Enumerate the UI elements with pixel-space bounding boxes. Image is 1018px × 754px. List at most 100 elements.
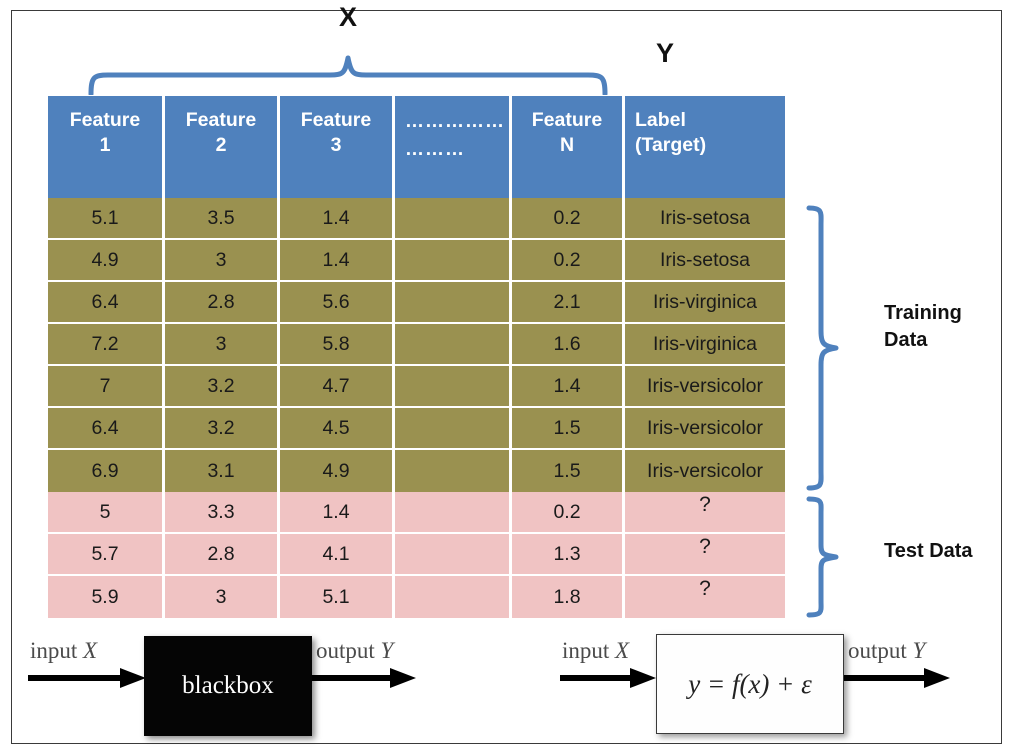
table-cell-f2: 3 bbox=[165, 576, 280, 618]
table-cell-f2: 3.3 bbox=[165, 492, 280, 534]
table-cell-label: Iris-setosa bbox=[625, 240, 785, 282]
table-cell-f3: 4.5 bbox=[280, 408, 395, 450]
dataset-table: Feature 1 Feature 2 Feature 3 …………… ……… … bbox=[48, 96, 785, 618]
test-data-label: Test Data bbox=[884, 540, 973, 562]
table-cell-f1: 6.4 bbox=[48, 282, 165, 324]
table-header-row: Feature 1 Feature 2 Feature 3 …………… ……… … bbox=[48, 96, 785, 198]
table-cell-dots bbox=[395, 198, 512, 240]
test-data-brace bbox=[805, 496, 839, 618]
equation-box-text: y = f(x) + ε bbox=[688, 668, 812, 699]
column-header-line1: Label bbox=[635, 109, 686, 131]
table-cell-fn: 1.3 bbox=[512, 534, 625, 576]
features-group-label: X bbox=[338, 2, 357, 32]
table-cell-f3: 1.4 bbox=[280, 198, 395, 240]
column-header-line2: 1 bbox=[99, 133, 111, 156]
table-cell-f3: 4.7 bbox=[280, 366, 395, 408]
table-cell-dots bbox=[395, 492, 512, 534]
training-data-label: Training Data bbox=[884, 300, 1018, 354]
table-cell-fn: 1.5 bbox=[512, 450, 625, 492]
blackbox-arrows bbox=[28, 668, 416, 688]
table-cell-dots bbox=[395, 450, 512, 492]
equation-output-symbol: Y bbox=[912, 638, 926, 663]
table-cell-fn: 1.6 bbox=[512, 324, 625, 366]
column-header-line2: 2 bbox=[215, 133, 227, 156]
column-header-feature-3: Feature 3 bbox=[280, 96, 395, 198]
ellipsis-line2: ……… bbox=[405, 138, 465, 160]
table-cell-f2: 2.8 bbox=[165, 282, 280, 324]
column-header-feature-n: Feature N bbox=[512, 96, 625, 198]
table-cell-f1: 5 bbox=[48, 492, 165, 534]
column-header-line1: Feature bbox=[69, 109, 141, 131]
table-cell-f3: 4.1 bbox=[280, 534, 395, 576]
table-cell-label: Iris-versicolor bbox=[625, 366, 785, 408]
table-cell-f3: 5.1 bbox=[280, 576, 395, 618]
table-cell-dots bbox=[395, 408, 512, 450]
table-cell-fn: 0.2 bbox=[512, 492, 625, 534]
table-cell-label: ? bbox=[625, 534, 785, 576]
blackbox-input-symbol: X bbox=[83, 638, 98, 663]
blackbox-input-label: input X bbox=[30, 638, 98, 663]
model-equation-diagram: input X output Y y = f(x) + ε bbox=[556, 630, 996, 742]
table-cell-f2: 3.2 bbox=[165, 408, 280, 450]
table-cell-label: ? bbox=[625, 492, 785, 534]
table-cell-label: Iris-versicolor bbox=[625, 450, 785, 492]
table-cell-f1: 4.9 bbox=[48, 240, 165, 282]
column-header-line2: 3 bbox=[330, 133, 342, 156]
table-cell-fn: 0.2 bbox=[512, 240, 625, 282]
equation-box: y = f(x) + ε bbox=[656, 634, 844, 734]
column-header-line1: Feature bbox=[531, 109, 603, 131]
blackbox-output-label: output Y bbox=[316, 638, 394, 663]
table-cell-f3: 5.8 bbox=[280, 324, 395, 366]
table-cell-f2: 3 bbox=[165, 324, 280, 366]
table-cell-fn: 0.2 bbox=[512, 198, 625, 240]
table-cell-dots bbox=[395, 534, 512, 576]
table-cell-f1: 5.1 bbox=[48, 198, 165, 240]
table-cell-f1: 7 bbox=[48, 366, 165, 408]
features-brace bbox=[88, 55, 608, 97]
table-cell-label: Iris-setosa bbox=[625, 198, 785, 240]
blackbox-diagram: input X output Y blackbox bbox=[22, 630, 432, 742]
table-cell-f3: 4.9 bbox=[280, 450, 395, 492]
column-header-ellipsis: …………… ……… bbox=[395, 96, 512, 198]
table-cell-f3: 1.4 bbox=[280, 492, 395, 534]
table-cell-f1: 5.9 bbox=[48, 576, 165, 618]
table-cell-dots bbox=[395, 240, 512, 282]
column-header-feature-1: Feature 1 bbox=[48, 96, 165, 198]
column-header-line2: N bbox=[559, 133, 575, 156]
table-cell-label: Iris-versicolor bbox=[625, 408, 785, 450]
training-data-label-line2: Data bbox=[884, 329, 928, 351]
table-cell-f1: 5.7 bbox=[48, 534, 165, 576]
column-header-line1: Feature bbox=[185, 109, 257, 131]
equation-output-label: output Y bbox=[848, 638, 926, 663]
equation-input-symbol: X bbox=[615, 638, 630, 663]
table-cell-label: Iris-virginica bbox=[625, 282, 785, 324]
table-cell-fn: 1.4 bbox=[512, 366, 625, 408]
table-cell-f2: 3.5 bbox=[165, 198, 280, 240]
equation-arrows bbox=[560, 668, 950, 688]
blackbox-output-symbol: Y bbox=[380, 638, 394, 663]
table-cell-fn: 1.8 bbox=[512, 576, 625, 618]
column-header-line2: (Target) bbox=[635, 133, 707, 156]
table-cell-f1: 6.4 bbox=[48, 408, 165, 450]
blackbox-box-text: blackbox bbox=[182, 672, 274, 699]
table-cell-dots bbox=[395, 282, 512, 324]
table-cell-f1: 6.9 bbox=[48, 450, 165, 492]
table-cell-f2: 2.8 bbox=[165, 534, 280, 576]
table-cell-f2: 3.2 bbox=[165, 366, 280, 408]
ellipsis-line1: …………… bbox=[405, 111, 505, 132]
training-data-label-line1: Training bbox=[884, 302, 962, 324]
column-header-label-target: Label (Target) bbox=[625, 96, 785, 198]
figure-border bbox=[11, 10, 1002, 744]
